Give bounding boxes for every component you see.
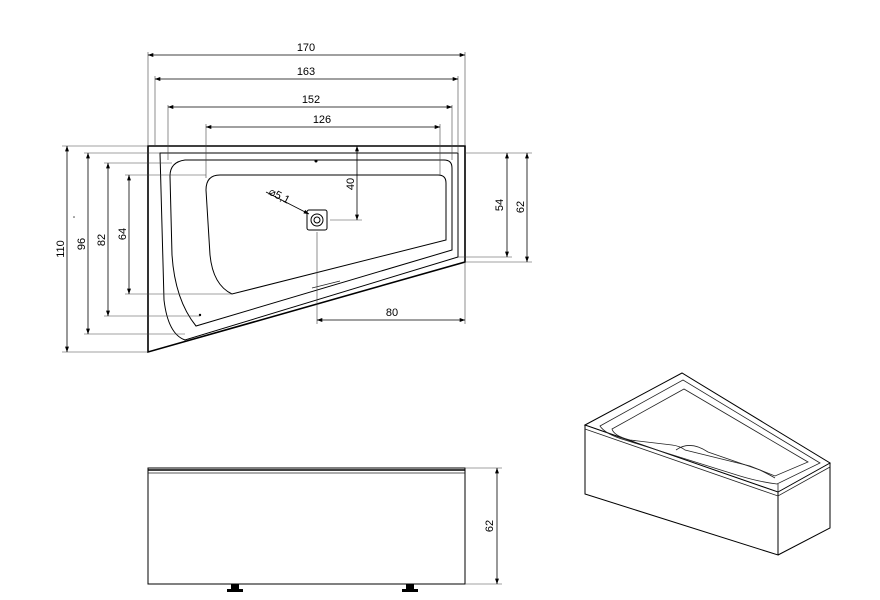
tub-rim-outline <box>159 152 459 341</box>
side-view: 62 <box>147 467 502 592</box>
iso-rim-outer <box>583 372 831 493</box>
dim-62-side-label: 62 <box>484 520 496 532</box>
iso-front-face <box>584 425 779 556</box>
tub-basin-bottom <box>205 174 447 295</box>
drain-diameter-leader <box>265 191 310 215</box>
dim-152-label: 152 <box>302 94 320 106</box>
dim-54-label: 54 <box>494 199 506 211</box>
dim-80-label: 80 <box>386 307 398 319</box>
rim-marker-top <box>314 159 318 163</box>
dim-110-label: 110 <box>55 240 67 258</box>
plan-view: ⌀5,1 170 163 152 126 80 40 <box>55 42 532 354</box>
iso-bowl <box>611 388 809 477</box>
side-view-foot-right <box>402 584 418 592</box>
iso-side-face <box>777 463 831 556</box>
tub-outline-outer <box>147 145 466 354</box>
dim-96-label: 96 <box>76 238 88 250</box>
rim-marker-left <box>198 313 202 317</box>
side-view-panel <box>147 467 466 585</box>
dim-64-label: 64 <box>117 228 129 240</box>
dim-126-label: 126 <box>313 114 331 126</box>
iso-bowl-bottom <box>675 445 776 479</box>
dim-62-right-label: 62 <box>515 201 527 213</box>
tub-bowl-outline <box>169 159 453 327</box>
dim-40-label: 40 <box>345 178 357 190</box>
stray-dot <box>73 216 75 218</box>
dim-163-label: 163 <box>297 66 315 78</box>
side-view-foot-left <box>227 584 243 592</box>
drain <box>306 209 328 231</box>
iso-rim-inner <box>599 379 821 485</box>
dim-170-label: 170 <box>297 42 315 54</box>
rim-detail <box>311 280 341 289</box>
isometric-view <box>583 372 831 556</box>
dim-82-label: 82 <box>96 234 108 246</box>
